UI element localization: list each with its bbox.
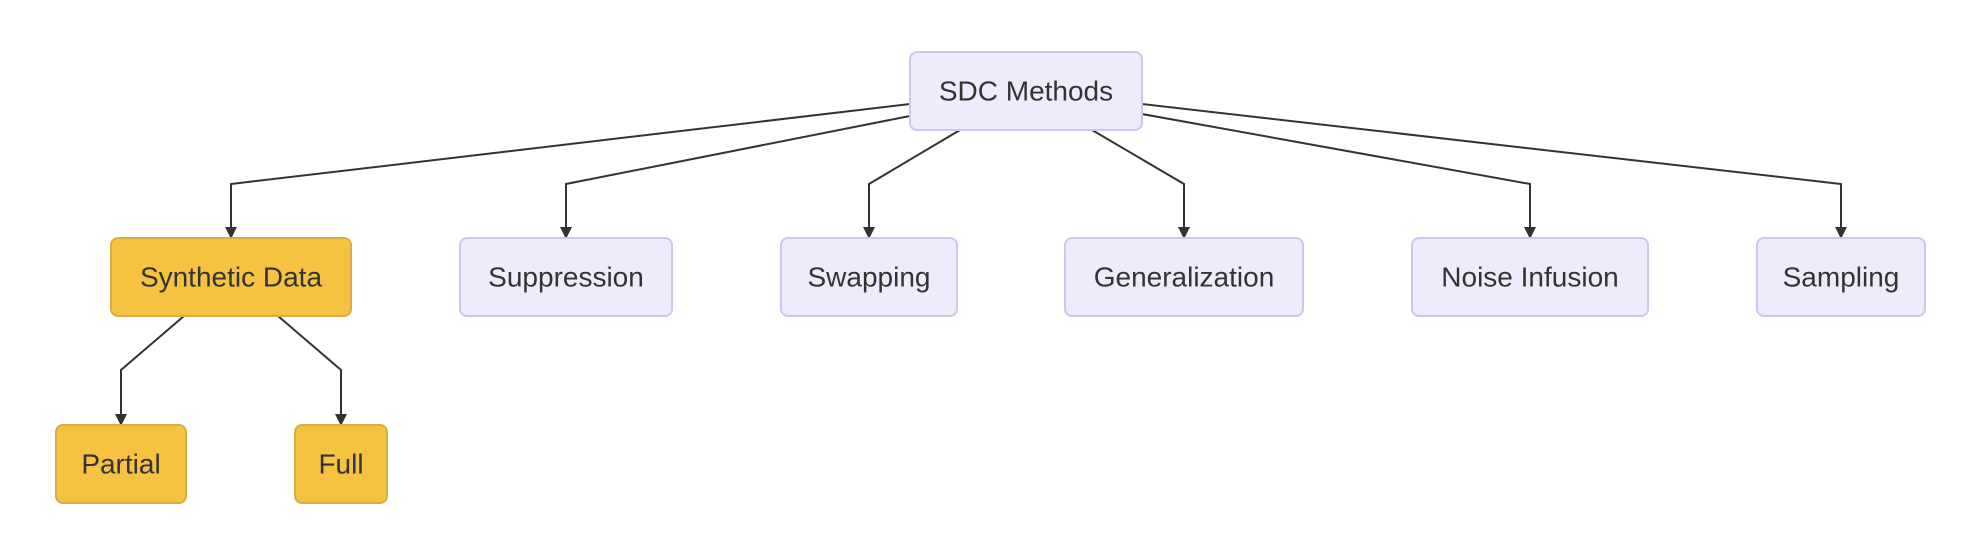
node-swapping: Swapping (780, 237, 958, 317)
node-box-partial (55, 424, 187, 504)
edge-sdc-methods-to-synthetic-data (225, 103, 911, 239)
edge-sdc-methods-to-generalization (1091, 129, 1190, 239)
node-suppression: Suppression (459, 237, 673, 317)
node-label-noise-infusion: Noise Infusion (1441, 262, 1618, 293)
edge-synthetic-data-to-partial (115, 315, 185, 426)
edges-layer (115, 103, 1847, 426)
node-box-full (294, 424, 388, 504)
node-box-noise-infusion (1411, 237, 1649, 317)
node-box-suppression (459, 237, 673, 317)
node-box-sdc-methods (909, 51, 1143, 131)
node-synthetic-data: Synthetic Data (110, 237, 352, 317)
node-label-swapping: Swapping (808, 262, 931, 293)
node-label-suppression: Suppression (488, 262, 644, 293)
node-box-sampling (1756, 237, 1926, 317)
node-label-synthetic-data: Synthetic Data (140, 262, 323, 293)
node-label-generalization: Generalization (1094, 262, 1275, 293)
node-full: Full (294, 424, 388, 504)
node-sdc-methods: SDC Methods (909, 51, 1143, 131)
node-generalization: Generalization (1064, 237, 1304, 317)
node-label-sdc-methods: SDC Methods (939, 76, 1113, 107)
edge-sdc-methods-to-suppression (560, 115, 911, 239)
node-label-partial: Partial (81, 449, 160, 480)
edge-sdc-methods-to-swapping (863, 129, 961, 239)
node-sampling: Sampling (1756, 237, 1926, 317)
edge-sdc-methods-to-noise-infusion (1141, 113, 1536, 239)
node-box-generalization (1064, 237, 1304, 317)
edge-synthetic-data-to-full (277, 315, 347, 426)
node-label-sampling: Sampling (1783, 262, 1900, 293)
node-partial: Partial (55, 424, 187, 504)
edge-sdc-methods-to-sampling (1141, 103, 1847, 239)
node-box-synthetic-data (110, 237, 352, 317)
node-box-swapping (780, 237, 958, 317)
node-label-full: Full (318, 449, 363, 480)
node-noise-infusion: Noise Infusion (1411, 237, 1649, 317)
